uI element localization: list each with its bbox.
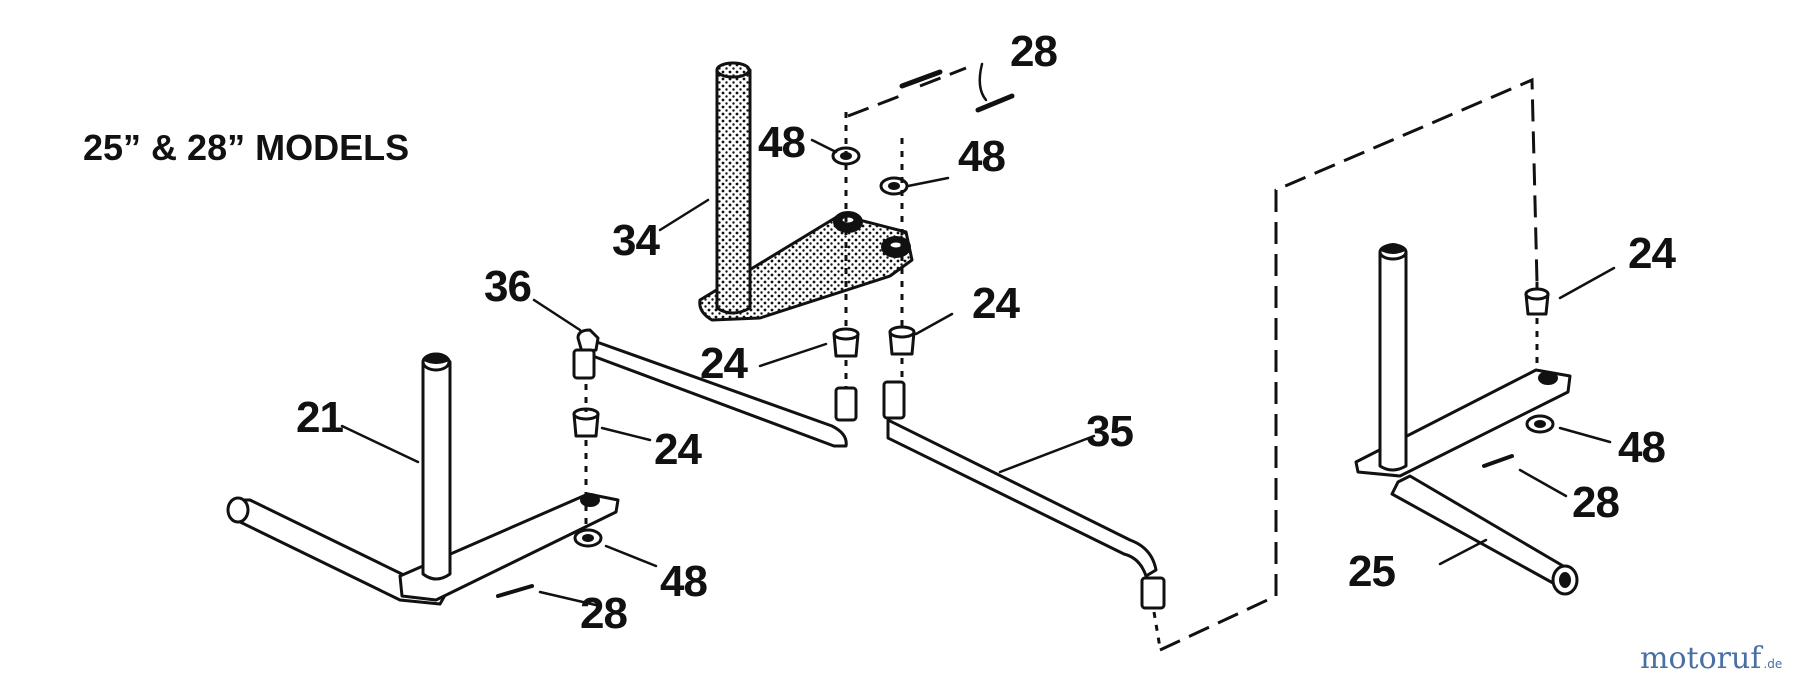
watermark-brand-part1: moto bbox=[1640, 641, 1717, 676]
callout-24-left-assembly: 24 bbox=[654, 425, 702, 474]
watermark-logo: motoruf.de bbox=[1640, 641, 1782, 676]
part-36-tie-rod bbox=[572, 328, 858, 448]
part-35-tie-rod bbox=[882, 380, 1166, 610]
callout-25: 25 bbox=[1348, 547, 1395, 596]
callout-24-right-assembly: 24 bbox=[1628, 229, 1676, 278]
callout-48-left-assembly: 48 bbox=[660, 557, 707, 606]
callout-48-top-right: 48 bbox=[958, 132, 1005, 181]
leader-lines bbox=[340, 62, 1616, 608]
callout-28-right-assembly: 28 bbox=[1572, 478, 1619, 527]
callout-36: 36 bbox=[484, 262, 531, 311]
callout-48-right-assembly: 48 bbox=[1618, 423, 1665, 472]
callout-24-plate-left: 24 bbox=[700, 339, 748, 388]
callout-28-top: 28 bbox=[1010, 27, 1057, 76]
callout-24-plate-right: 24 bbox=[972, 279, 1020, 328]
svg-text:motoruf.de: motoruf.de bbox=[1640, 641, 1782, 676]
assembly-lines bbox=[584, 66, 1539, 652]
callout-34: 34 bbox=[612, 216, 660, 265]
callout-21: 21 bbox=[296, 393, 343, 442]
callout-48-top-left: 48 bbox=[758, 118, 805, 167]
part-21-axle-bracket bbox=[226, 352, 620, 606]
part-25-axle-bracket bbox=[1354, 243, 1579, 596]
callout-labels: 28 48 48 34 36 24 24 24 21 24 35 48 28 4… bbox=[296, 27, 1677, 638]
callout-28-left-assembly: 28 bbox=[580, 589, 627, 638]
diagram-heading: 25” & 28” MODELS bbox=[83, 127, 409, 168]
watermark-brand-part2: ruf bbox=[1717, 641, 1764, 676]
callout-35: 35 bbox=[1086, 407, 1133, 456]
part-34-steering-plate bbox=[698, 61, 914, 322]
watermark-suffix: .de bbox=[1763, 657, 1782, 671]
